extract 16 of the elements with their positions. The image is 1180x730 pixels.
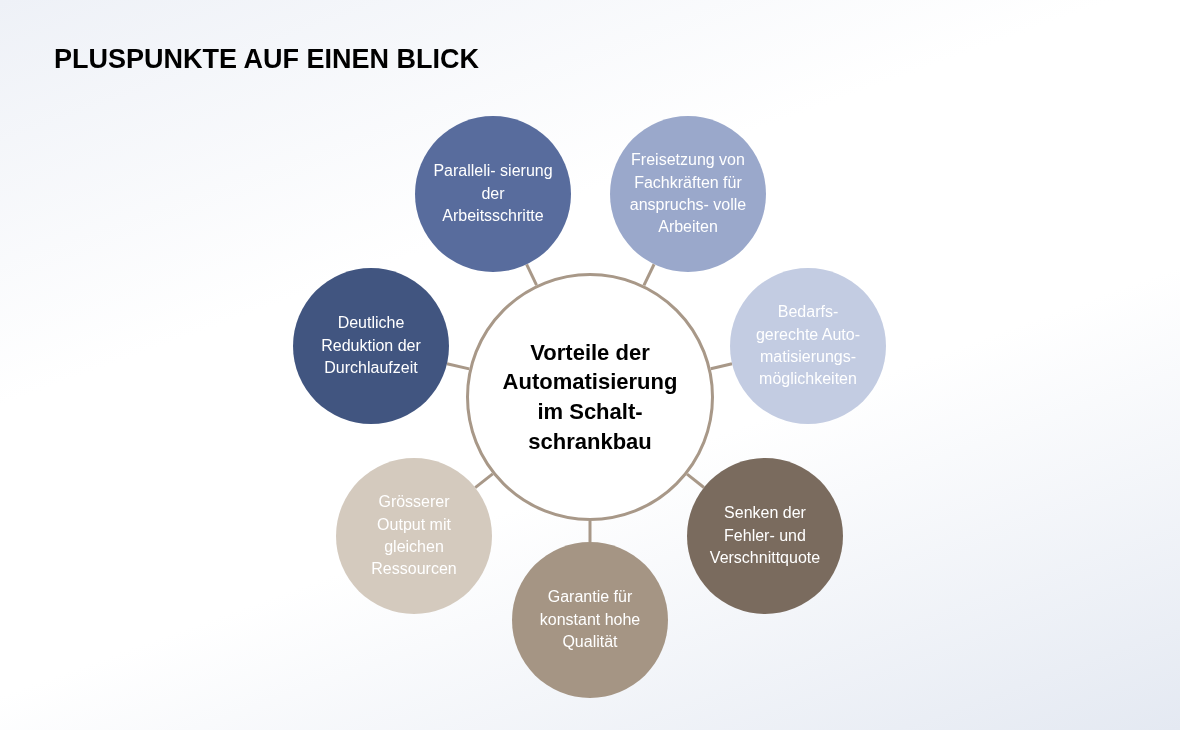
connector-line (686, 472, 705, 489)
topic-label: Paralleli- sierung der Arbeitsschritte (432, 161, 554, 227)
center-label: Vorteile der Automatisierung im Schalt- schrankbau (501, 338, 679, 456)
title: PLUSPUNKTE AUF EINEN BLICK (54, 44, 479, 75)
connector-line (710, 362, 733, 371)
topic-label: Bedarfs- gerechte Auto- matisierungs- möglichkeiten (754, 302, 862, 390)
connector-line (525, 263, 538, 286)
topic-label: Freisetzung von Fachkräften für anspruchs- volle Arbeiten (628, 150, 748, 238)
topic-label: Deutliche Reduktion der Durchlaufzeit (320, 313, 422, 379)
connector-line (446, 362, 470, 371)
connector-line (588, 521, 592, 542)
connector-line (474, 472, 494, 489)
topic-label: Senken der Fehler- und Verschnittquote (708, 503, 822, 569)
connector-line (642, 263, 656, 286)
topic-label: Grösserer Output mit gleichen Ressourcen (370, 492, 458, 580)
topic-label: Garantie für konstant hohe Qualität (538, 587, 642, 653)
